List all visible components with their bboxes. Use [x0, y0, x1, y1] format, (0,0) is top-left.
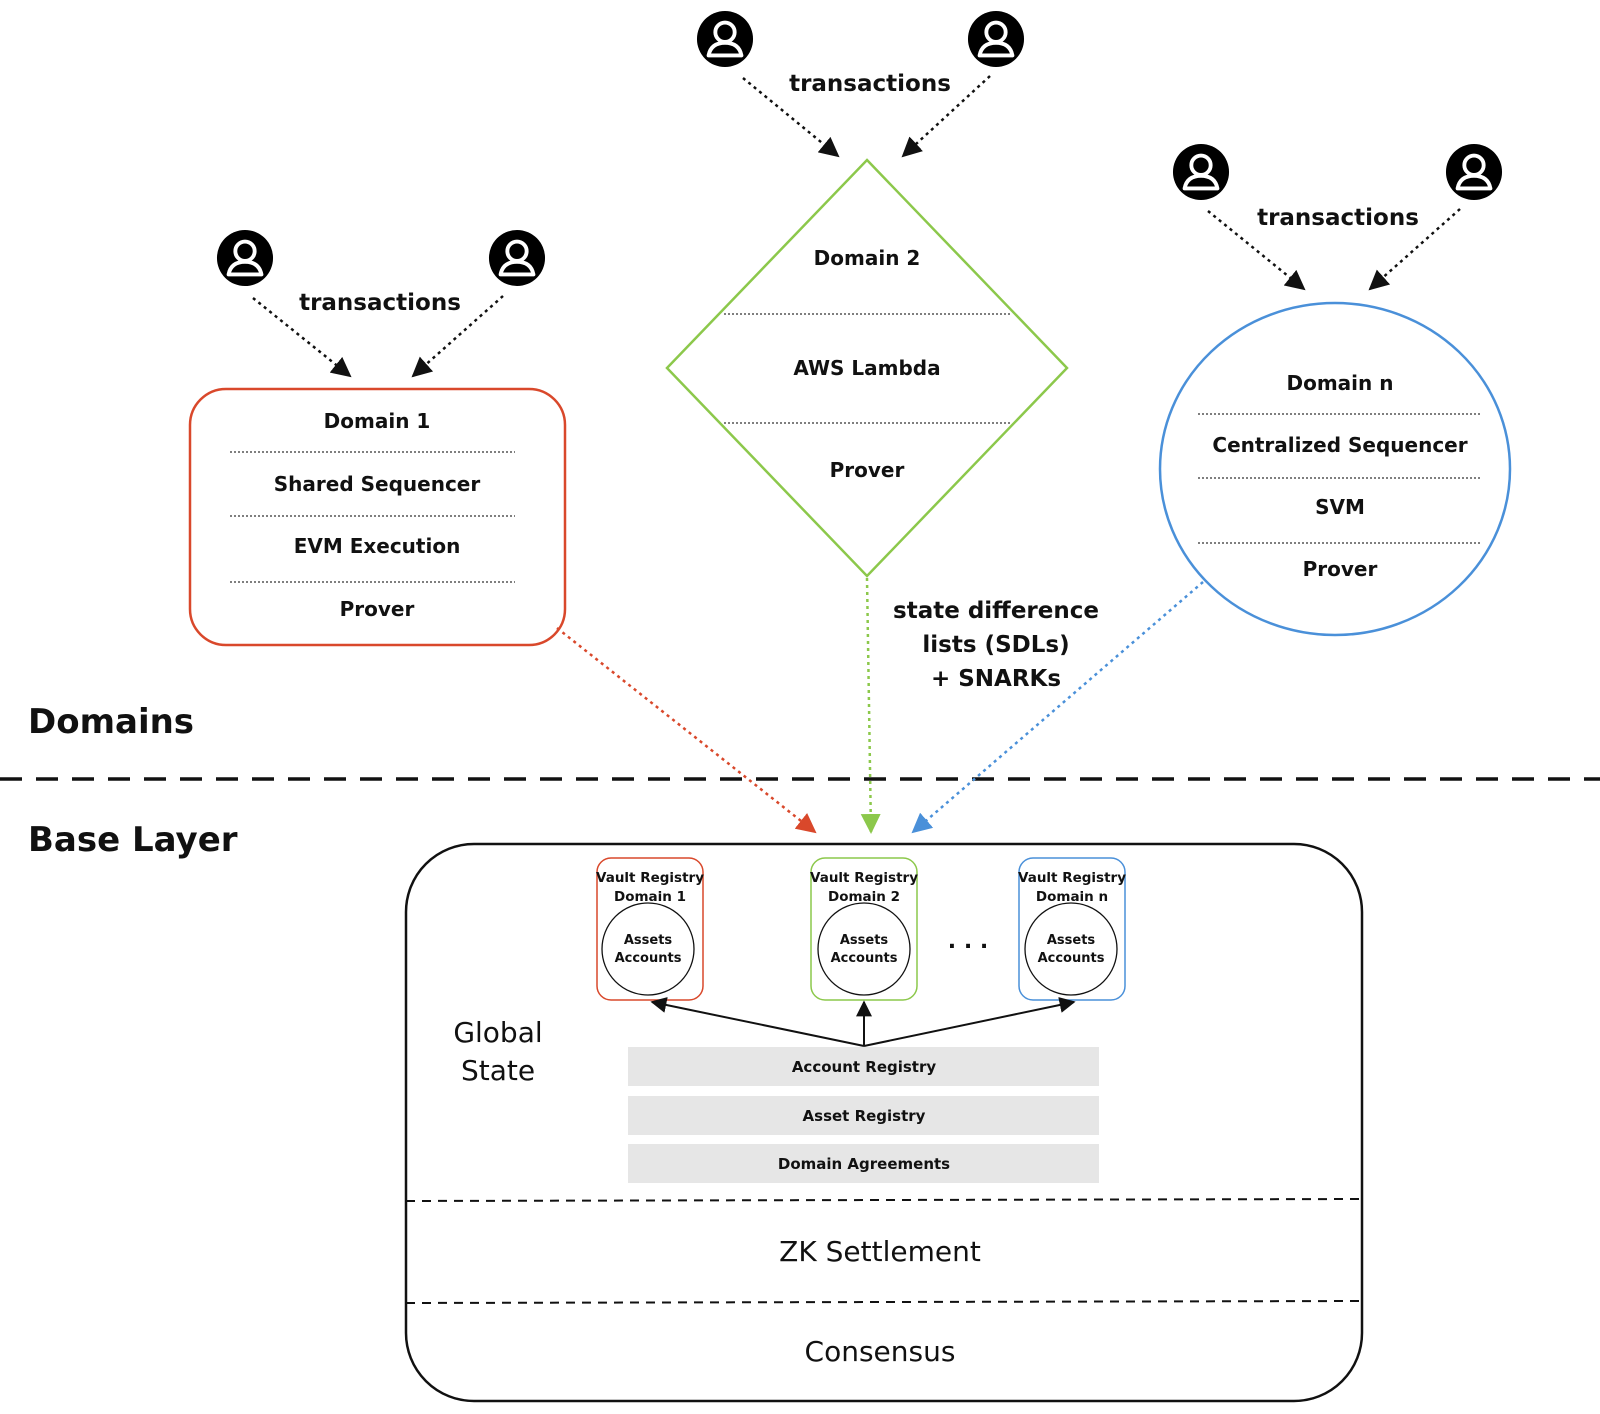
consensus-label: Consensus [805, 1335, 956, 1368]
user-icon [967, 10, 1025, 68]
base-layer-group: Global State Vault Registry Domain 1 Ass… [404, 842, 1364, 1403]
vault2-title-line2: Domain 2 [828, 889, 900, 905]
domain1-row-execution: EVM Execution [294, 534, 461, 558]
vaultN-accounts: Accounts [1038, 951, 1105, 966]
vault1-title-line2: Domain 1 [614, 889, 686, 905]
domain2-row-title: Domain 2 [814, 246, 921, 270]
user-icon [1172, 143, 1230, 201]
vault2-accounts-circle [817, 902, 911, 996]
domainN-row-svm: SVM [1315, 495, 1365, 519]
domainN-sdl-arrow [911, 581, 1204, 834]
domain2-sdl-arrow [860, 577, 881, 834]
asset-registry-bar [628, 1096, 1099, 1135]
sdl-label-line2: lists (SDLs) [922, 632, 1069, 658]
global-state-label-line2: State [461, 1054, 535, 1087]
domain1-box [188, 387, 567, 647]
vault1-accounts-circle [601, 902, 695, 996]
sdl-label-line3: + SNARKs [931, 666, 1061, 692]
account-registry-label: Account Registry [792, 1058, 937, 1076]
domain2-row-lambda: AWS Lambda [793, 356, 940, 380]
vault1-accounts: Accounts [615, 951, 682, 966]
vault2-accounts: Accounts [831, 951, 898, 966]
vault2-title-line1: Vault Registry [810, 870, 918, 886]
transaction-arrow [1368, 208, 1461, 291]
domain1-row-title: Domain 1 [324, 409, 431, 433]
vaultN-accounts-circle [1024, 902, 1118, 996]
vault1-title-line1: Vault Registry [596, 870, 704, 886]
domain1-sdl-arrow [556, 627, 817, 834]
vault-ellipsis: . . . [948, 929, 988, 954]
registry-arrow [650, 997, 865, 1047]
domainN-group: transactions Domain n Centralized Sequen… [1158, 143, 1512, 637]
domainN-row-prover: Prover [1303, 557, 1378, 581]
user-icon [696, 10, 754, 68]
domainN-circle [1158, 301, 1512, 637]
domain2-diamond [665, 158, 1069, 578]
domain-agreements-bar [628, 1144, 1099, 1183]
asset-registry-label: Asset Registry [803, 1107, 926, 1125]
zk-settlement-label: ZK Settlement [779, 1235, 981, 1268]
domain1-row-sequencer: Shared Sequencer [274, 472, 481, 496]
domain1-transactions-label: transactions [299, 290, 461, 316]
global-state-label-line1: Global [453, 1016, 542, 1049]
domain2-row-prover: Prover [830, 458, 905, 482]
sdl-label-line1: state difference [893, 598, 1099, 624]
domainN-row-sequencer: Centralized Sequencer [1212, 433, 1467, 457]
domain1-row-prover: Prover [340, 597, 415, 621]
domain1-group: transactions Domain 1 Shared Sequencer E… [188, 229, 567, 647]
base-layer-section-label: Base Layer [28, 820, 238, 860]
vaultN-title-line2: Domain n [1036, 889, 1108, 905]
domain2-group: transactions Domain 2 AWS Lambda Prover [665, 10, 1069, 578]
vaultN-assets: Assets [1047, 933, 1096, 948]
vaultN-title-line1: Vault Registry [1018, 870, 1126, 886]
domains-section-label: Domains [28, 702, 194, 742]
transaction-arrow [411, 295, 504, 378]
user-icon [216, 229, 274, 287]
user-icon [1445, 143, 1503, 201]
vault2-assets: Assets [840, 933, 889, 948]
domain-agreements-label: Domain Agreements [778, 1155, 950, 1173]
user-icon [488, 229, 546, 287]
account-registry-bar [628, 1047, 1099, 1086]
transaction-arrow [901, 75, 991, 158]
registry-arrow [863, 997, 1076, 1047]
domainN-transactions-label: transactions [1257, 205, 1419, 231]
domainN-row-title: Domain n [1287, 371, 1394, 395]
vault1-assets: Assets [624, 933, 673, 948]
domain2-transactions-label: transactions [789, 71, 951, 97]
